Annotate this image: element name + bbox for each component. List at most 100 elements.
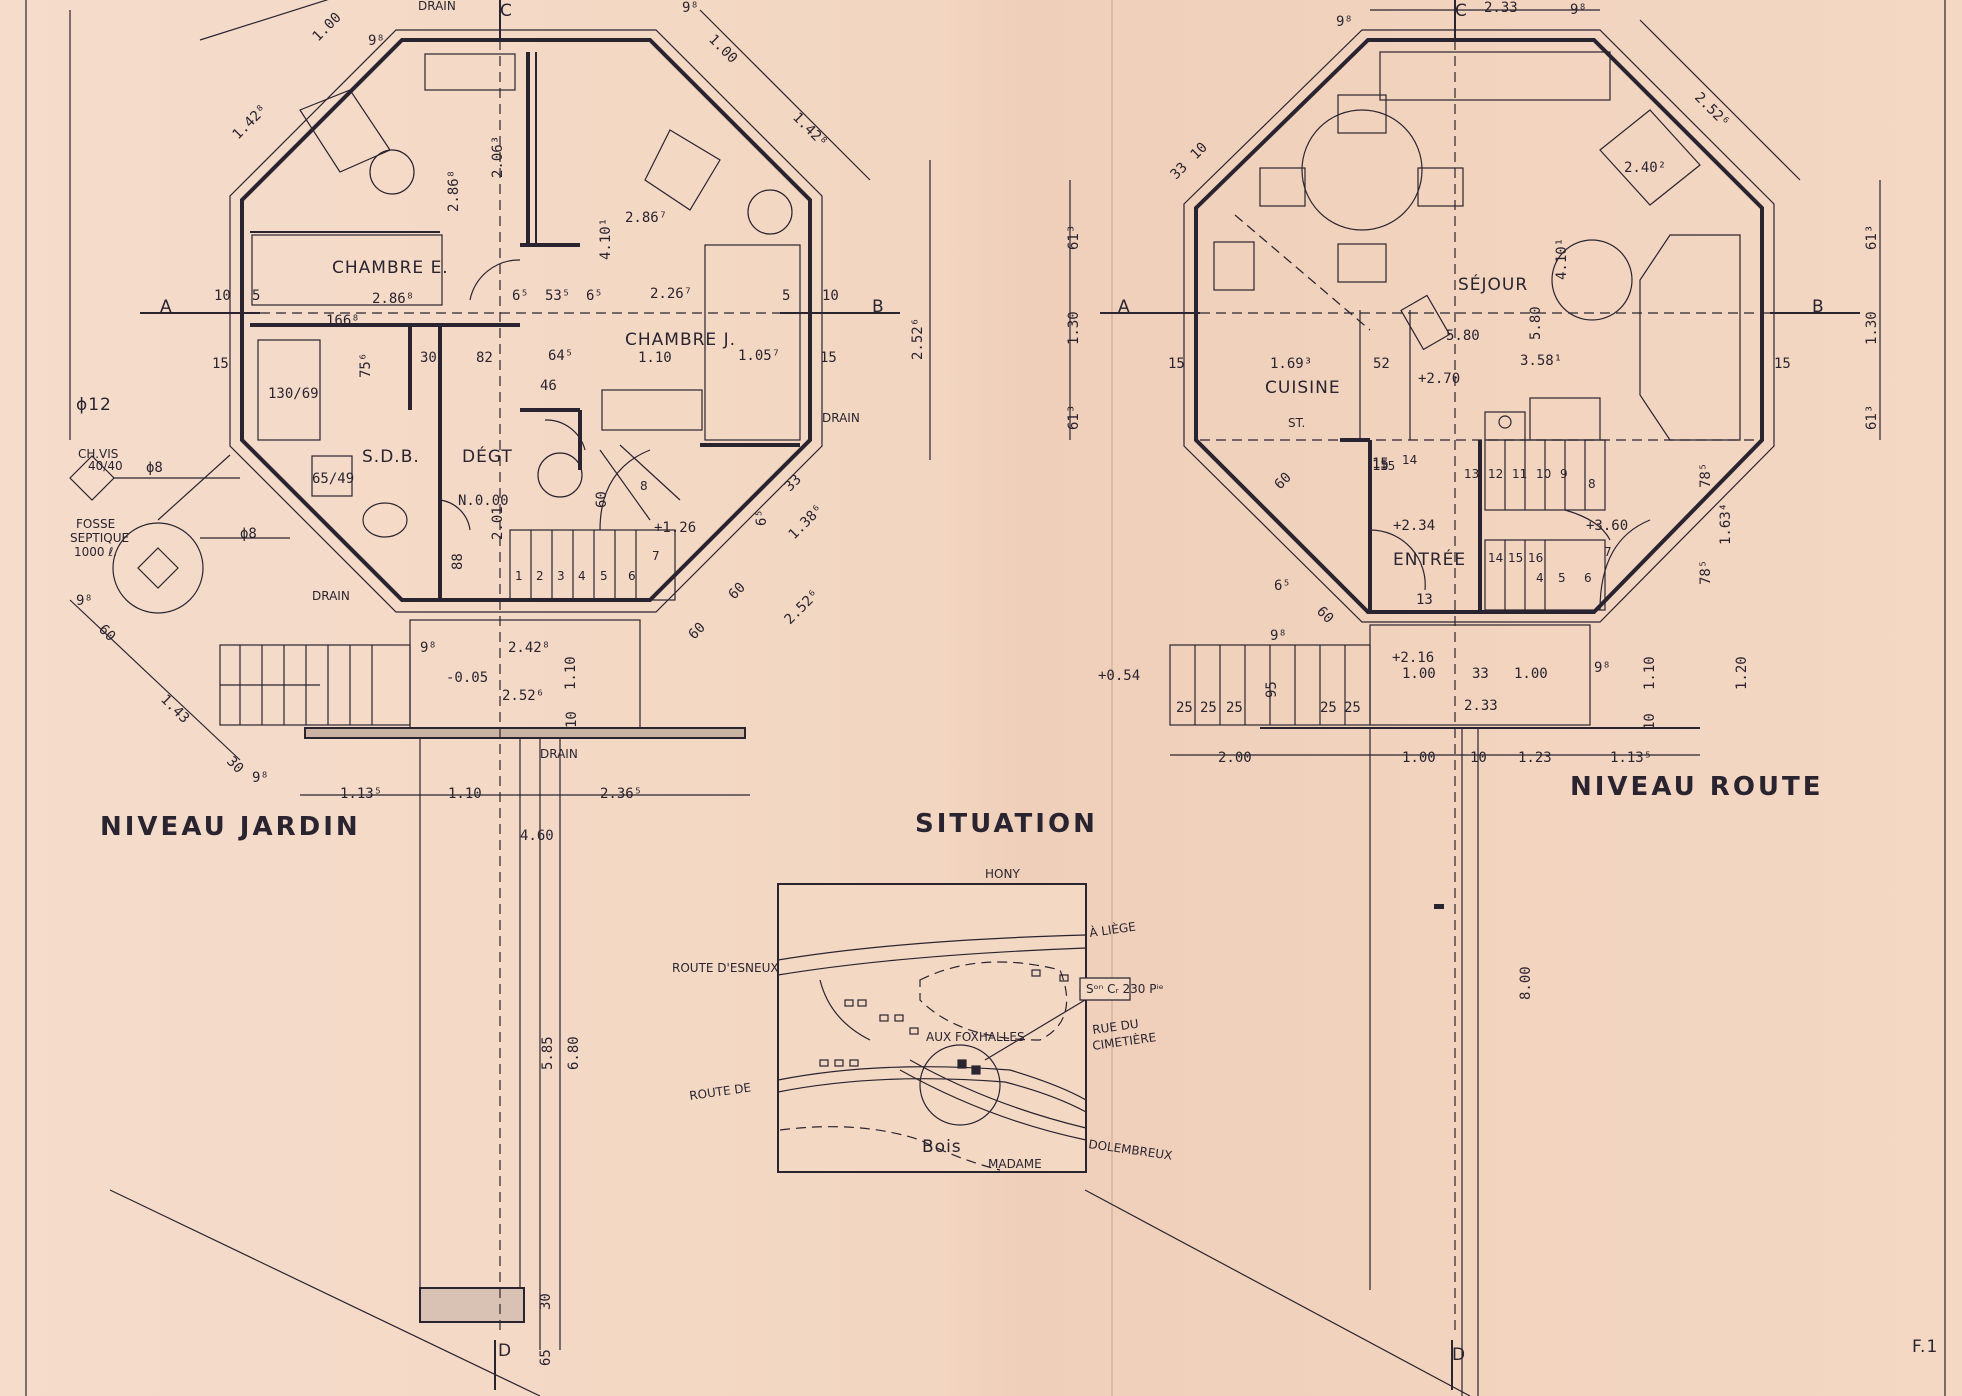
- svg-text:7: 7: [652, 549, 660, 563]
- fosse-line-3: 1000 ℓ.: [74, 545, 117, 559]
- section-b-route: B: [1812, 297, 1825, 317]
- svg-text:9⁸: 9⁸: [368, 33, 385, 49]
- svg-text:10: 10: [214, 288, 231, 304]
- svg-text:64⁵: 64⁵: [548, 348, 573, 364]
- svg-text:8.00: 8.00: [1518, 966, 1534, 1000]
- svg-text:9: 9: [1560, 467, 1568, 481]
- phi8-label-1: ϕ8: [146, 460, 163, 476]
- misc-marks: F.1: [1434, 904, 1938, 1357]
- svg-text:9⁸: 9⁸: [420, 640, 437, 656]
- svg-text:1.13⁵: 1.13⁵: [340, 786, 382, 802]
- svg-text:13: 13: [1464, 467, 1479, 481]
- section-a-jardin: A: [160, 297, 173, 317]
- svg-text:2.52⁶: 2.52⁶: [782, 587, 823, 628]
- title-niveau-route: NIVEAU ROUTE: [1570, 772, 1824, 802]
- svg-text:1.23: 1.23: [1518, 750, 1552, 766]
- svg-text:2.00: 2.00: [1218, 750, 1252, 766]
- svg-text:52: 52: [1373, 356, 1390, 372]
- area-j-4: 1.05⁷: [738, 348, 780, 364]
- svg-text:9⁸: 9⁸: [1570, 2, 1587, 18]
- svg-text:15: 15: [1372, 456, 1389, 472]
- section-d-jardin: D: [498, 1341, 512, 1361]
- room-cuisine: CUISINE: [1265, 378, 1341, 398]
- level-porch: +2.16: [1392, 650, 1434, 666]
- route-stair: [1484, 439, 1651, 611]
- svg-text:2.52⁶: 2.52⁶: [910, 318, 926, 360]
- svg-text:75⁶: 75⁶: [358, 353, 374, 378]
- svg-text:15: 15: [1508, 551, 1523, 565]
- svg-text:46: 46: [540, 378, 557, 394]
- room-degt: DÉGT: [462, 445, 513, 467]
- terrace-level: -0.05: [446, 670, 488, 686]
- svg-text:6⁵: 6⁵: [754, 509, 770, 526]
- svg-text:33: 33: [1472, 666, 1489, 682]
- svg-text:25: 25: [1344, 700, 1361, 716]
- svg-text:2.33: 2.33: [1484, 0, 1518, 16]
- map-route-de: ROUTE DE: [688, 1080, 751, 1103]
- svg-text:2.42⁸: 2.42⁸: [508, 640, 550, 656]
- svg-text:1.00: 1.00: [1402, 750, 1436, 766]
- svg-text:1.00: 1.00: [1514, 666, 1548, 682]
- svg-text:16: 16: [1528, 551, 1543, 565]
- svg-text:1.38⁶: 1.38⁶: [786, 502, 827, 543]
- svg-text:2.52⁶: 2.52⁶: [502, 688, 544, 704]
- plan-niveau-route: [1069, 0, 1881, 1396]
- bath-dim: 130/69: [268, 386, 319, 402]
- fosse-line-1: FOSSE: [76, 517, 115, 531]
- svg-text:2.40²: 2.40²: [1624, 160, 1666, 176]
- chvis-line-2: 40/40: [88, 459, 123, 473]
- svg-text:1.43: 1.43: [157, 692, 192, 727]
- svg-text:9⁸: 9⁸: [76, 593, 93, 609]
- svg-text:1.42⁸: 1.42⁸: [230, 102, 271, 143]
- sheet-number: F.1: [1912, 1337, 1938, 1357]
- label-st: ST.: [1288, 416, 1305, 430]
- svg-text:5: 5: [1558, 571, 1566, 585]
- svg-text:1.10: 1.10: [563, 656, 579, 690]
- svg-text:61³: 61³: [1066, 225, 1082, 250]
- svg-text:9⁸: 9⁸: [1594, 660, 1611, 676]
- plan-niveau-jardin: [69, 0, 931, 1396]
- svg-text:10: 10: [1642, 713, 1658, 730]
- svg-text:30: 30: [420, 350, 437, 366]
- svg-text:5: 5: [600, 569, 608, 583]
- room-chambre-e: CHAMBRE E.: [332, 258, 449, 278]
- svg-text:65: 65: [538, 1349, 554, 1366]
- map-foxhalles: AUX FOXHALLES: [926, 1030, 1025, 1044]
- svg-text:6: 6: [1584, 571, 1592, 585]
- level-n000: N.0.00: [458, 493, 509, 509]
- svg-text:14: 14: [1402, 453, 1417, 467]
- stair-level-jardin: +1.26: [654, 520, 696, 536]
- svg-text:10: 10: [564, 711, 580, 728]
- svg-text:9⁸: 9⁸: [1336, 14, 1353, 30]
- shower-dim: 65/49: [312, 471, 354, 487]
- drain-label-right: DRAIN: [822, 411, 860, 425]
- svg-text:1.00: 1.00: [705, 32, 740, 67]
- svg-text:30: 30: [538, 1293, 554, 1310]
- map-bois: Bois: [922, 1137, 962, 1157]
- svg-text:61³: 61³: [1864, 405, 1880, 430]
- svg-text:6⁵: 6⁵: [512, 288, 529, 304]
- svg-text:1.69³: 1.69³: [1270, 356, 1312, 372]
- svg-text:78⁵: 78⁵: [1698, 463, 1714, 488]
- section-c-route: C: [1455, 1, 1468, 21]
- svg-text:1.00: 1.00: [1402, 666, 1436, 682]
- phi12-label: ϕ12: [76, 395, 112, 415]
- svg-text:10: 10: [1470, 750, 1487, 766]
- svg-text:11: 11: [1512, 467, 1527, 481]
- svg-text:9⁸: 9⁸: [1270, 628, 1287, 644]
- section-a-route: A: [1118, 297, 1131, 317]
- svg-text:25: 25: [1200, 700, 1217, 716]
- svg-text:15: 15: [1372, 458, 1389, 474]
- sheet-frame: [25, 0, 1946, 1396]
- svg-text:4: 4: [578, 569, 586, 583]
- area-e: 2.86⁸: [372, 291, 414, 307]
- svg-text:9⁸: 9⁸: [252, 770, 269, 786]
- svg-text:1.00: 1.00: [310, 10, 345, 45]
- level-cuisine: +2.70: [1418, 371, 1460, 387]
- svg-text:25: 25: [1226, 700, 1243, 716]
- svg-text:4.10¹: 4.10¹: [1554, 238, 1570, 280]
- area-j-3: 1.10: [638, 350, 672, 366]
- svg-text:7: 7: [1604, 545, 1612, 559]
